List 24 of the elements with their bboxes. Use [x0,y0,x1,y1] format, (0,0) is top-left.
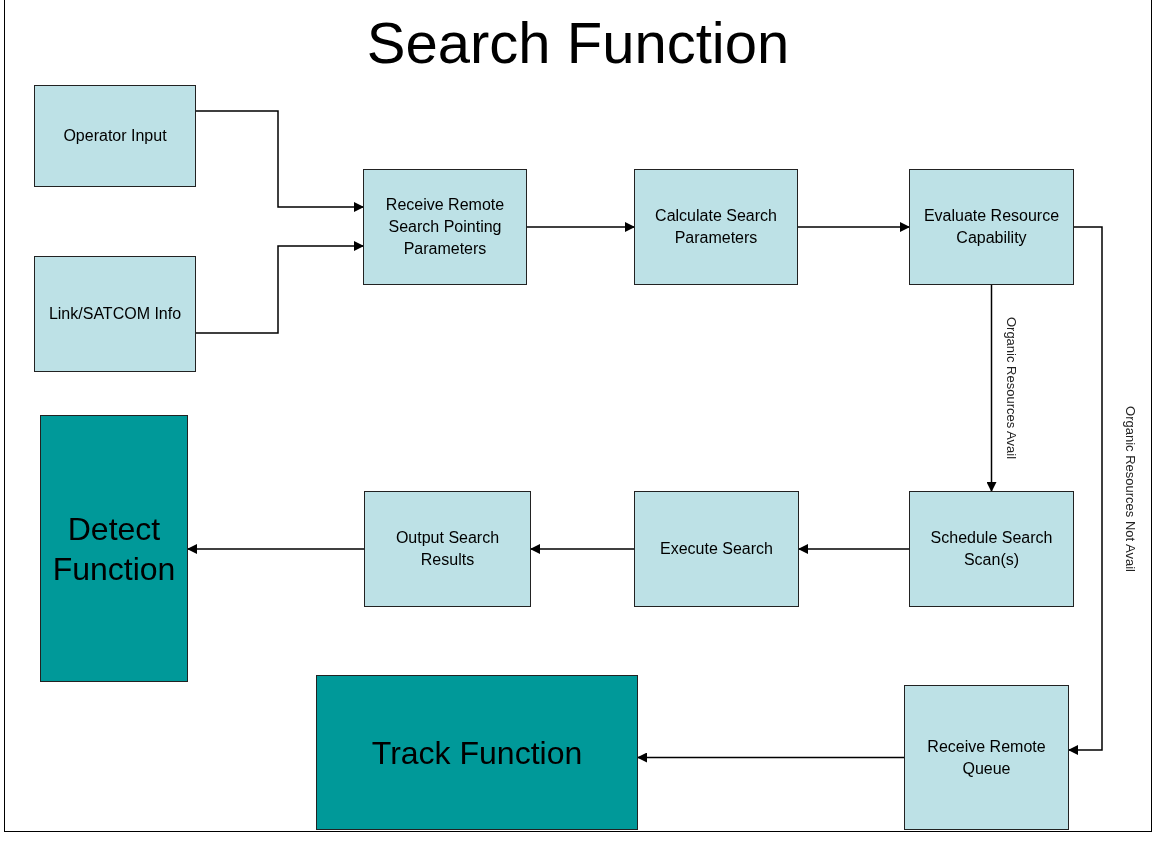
process-box: Receive Remote Queue [904,685,1069,830]
process-box: Schedule Search Scan(s) [909,491,1074,607]
arrow [530,544,635,554]
arrow [986,284,997,492]
arrow [637,752,905,763]
edge-label: Organic Resources Avail [1002,314,1019,462]
arrow [195,241,364,334]
arrow [526,222,635,232]
process-box: Link/SATCOM Info [34,256,196,372]
process-box: Evaluate Resource Capability [909,169,1074,285]
title: Search Function [365,9,791,77]
arrow [187,544,365,554]
function-box: Detect Function [40,415,188,682]
arrow [1068,226,1103,755]
process-box: Operator Input [34,85,196,187]
edge-label: Organic Resources Not Avail [1122,403,1138,574]
function-box: Track Function [316,675,638,830]
process-box: Execute Search [634,491,799,607]
arrow [797,222,910,232]
process-box: Receive Remote Search Pointing Parameters [363,169,527,285]
process-box: Calculate Search Parameters [634,169,798,285]
process-box: Output Search Results [364,491,531,607]
arrow [798,544,910,554]
arrow [195,110,364,212]
